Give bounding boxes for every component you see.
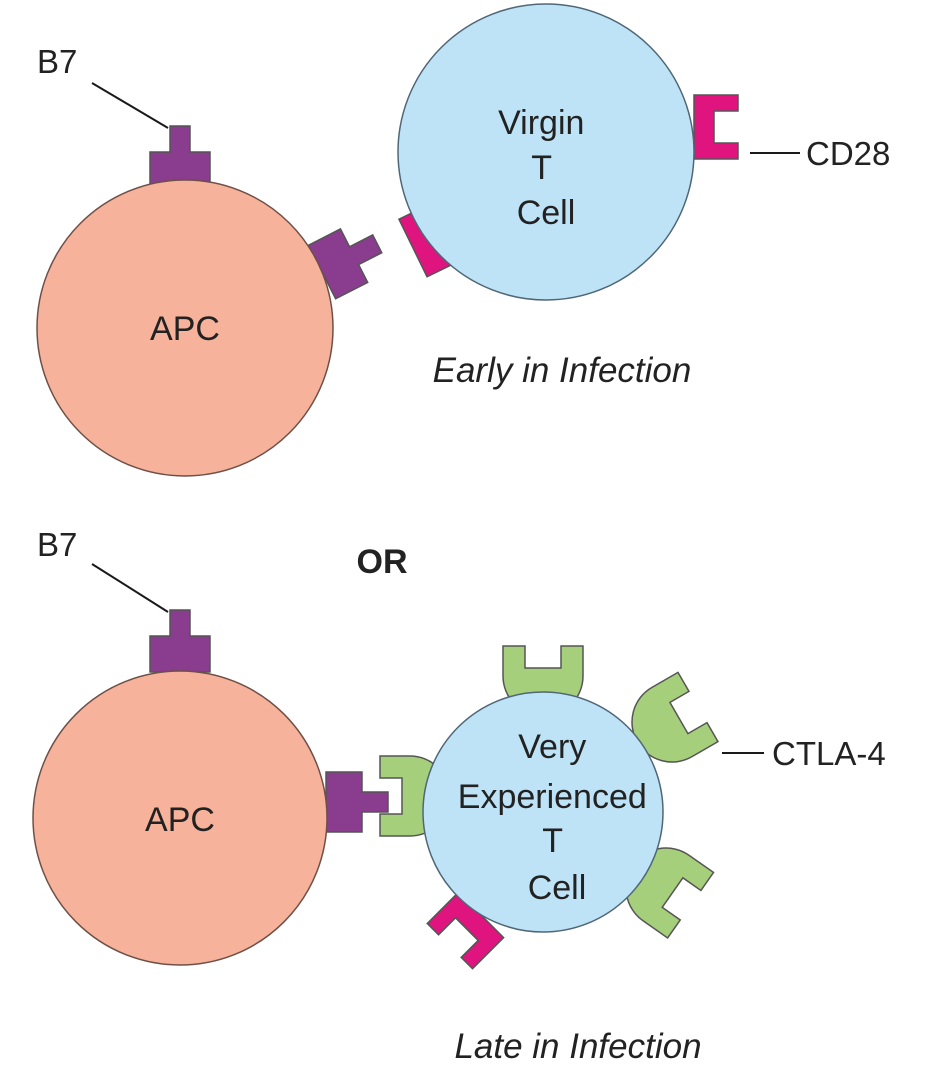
apc-cell-bottom [32, 670, 328, 966]
virgin-t-cell-line-2: T [531, 149, 551, 187]
experienced-t-cell [422, 691, 664, 933]
b7-bottom-label: B7 [37, 526, 77, 563]
ctla4-label: CTLA-4 [772, 735, 886, 772]
late-infection-caption: Late in Infection [454, 1027, 701, 1066]
b7-top-shape [149, 125, 211, 189]
top-panel: B7 CD28 APC Virgin T Cell Early in Infec… [36, 3, 890, 477]
experienced-t-cell-label: Very Experienced T Cell [458, 728, 656, 907]
b7-bottom-contact-ligand [325, 771, 389, 833]
b7-top-leader [91, 82, 169, 129]
b7-bottom-top-ligand [149, 609, 211, 673]
experienced-t-cell-line-2: Experienced [458, 778, 647, 816]
experienced-t-cell-line-3: T [542, 822, 562, 860]
b7-bottom-top-shape [149, 609, 211, 673]
virgin-t-cell [397, 3, 695, 301]
cd28-right-receptor [693, 94, 739, 160]
bottom-panel: B7 CTLA-4 APC Very Experienced T Cell La… [32, 526, 886, 1066]
or-separator: OR [357, 543, 408, 581]
early-infection-caption: Early in Infection [433, 351, 692, 390]
apc-top-label: APC [150, 310, 220, 348]
apc-cell-top [36, 179, 334, 477]
cd28-right-shape [693, 94, 739, 160]
virgin-t-cell-label: Virgin T Cell [498, 104, 594, 232]
apc-bottom-label: APC [145, 801, 215, 839]
experienced-t-cell-line-4: Cell [528, 869, 587, 907]
experienced-t-cell-line-1: Very [518, 728, 586, 766]
virgin-t-cell-line-1: Virgin [498, 104, 584, 142]
b7-top-ligand [149, 125, 211, 189]
cd28-label: CD28 [806, 135, 890, 172]
b7-bottom-contact-shape [325, 771, 389, 833]
b7-bottom-leader [91, 563, 169, 613]
b7-top-label: B7 [37, 43, 77, 80]
virgin-t-cell-line-3: Cell [517, 194, 576, 232]
